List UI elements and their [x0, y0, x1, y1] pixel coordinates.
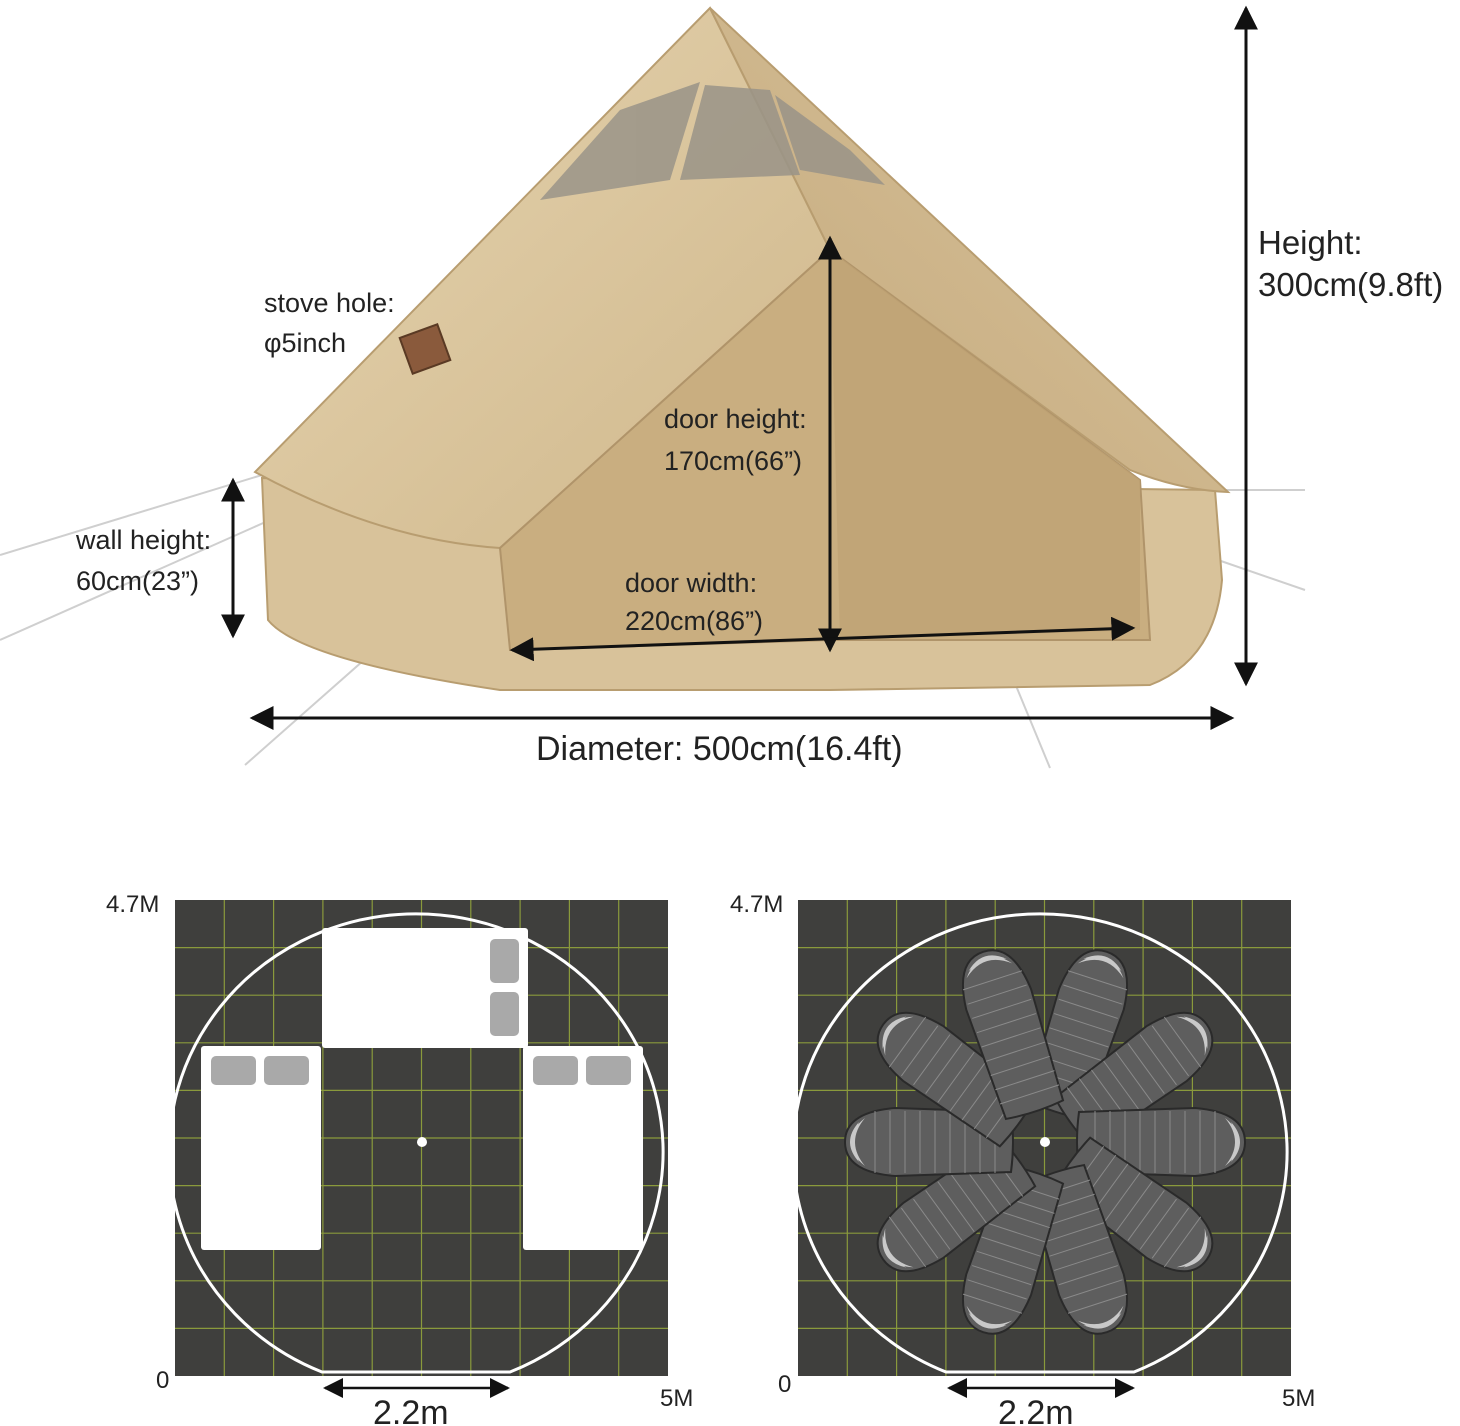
dimension-labels: stove hole: φ5inch door height: 170cm(66… — [75, 224, 1443, 768]
y-max-label: 4.7M — [106, 891, 159, 918]
sleeping-bag — [962, 949, 1065, 1121]
sleeping-bags — [843, 949, 1247, 1335]
door-width-value: 220cm(86”) — [625, 606, 763, 636]
door-width-label: door width: — [625, 568, 757, 598]
pillow — [211, 1056, 256, 1085]
bed — [322, 928, 528, 1048]
wall-height-value: 60cm(23”) — [76, 566, 199, 596]
stove-hole-value: φ5inch — [264, 328, 346, 358]
pillow — [264, 1056, 309, 1085]
floor-plan-beds: 4.7M 0 5M 2.2m — [106, 891, 693, 1426]
center-pole — [417, 1137, 427, 1147]
bed — [523, 1046, 643, 1250]
tent-illustration — [0, 6, 1306, 769]
origin-label: 0 — [156, 1367, 169, 1394]
sleeping-bag — [962, 1163, 1065, 1335]
bed — [201, 1046, 321, 1250]
door-width-arrow — [509, 616, 1136, 662]
mesh-windows — [540, 82, 885, 200]
center-pole — [1040, 1137, 1050, 1147]
door-height-value: 170cm(66”) — [664, 446, 802, 476]
pillow — [490, 992, 519, 1036]
tent-roof-right — [709, 7, 1231, 494]
door-height-label: door height: — [664, 404, 807, 434]
origin-label: 0 — [778, 1371, 791, 1398]
pillow — [533, 1056, 578, 1085]
tent-outline — [791, 912, 1289, 1374]
stove-hole — [398, 323, 452, 375]
height-label: Height: — [1258, 224, 1363, 261]
wall-height-label: wall height: — [75, 525, 211, 555]
x-max-label: 5M — [1282, 1385, 1315, 1412]
tent-outline — [167, 912, 665, 1374]
door-width-label: 2.2m — [998, 1394, 1074, 1426]
stove-hole-label: stove hole: — [264, 288, 395, 318]
pillow — [586, 1056, 631, 1085]
pillow — [490, 939, 519, 983]
door-width-label: 2.2m — [373, 1394, 449, 1426]
floor-plan-sleeping-bags: 4.7M 0 5M 2.2m — [730, 891, 1315, 1426]
x-max-label: 5M — [660, 1385, 693, 1412]
tent-roof — [253, 6, 832, 550]
y-max-label: 4.7M — [730, 891, 783, 918]
diameter-label: Diameter: 500cm(16.4ft) — [536, 730, 903, 768]
height-value: 300cm(9.8ft) — [1258, 266, 1443, 303]
measurement-arrows — [221, 5, 1258, 730]
